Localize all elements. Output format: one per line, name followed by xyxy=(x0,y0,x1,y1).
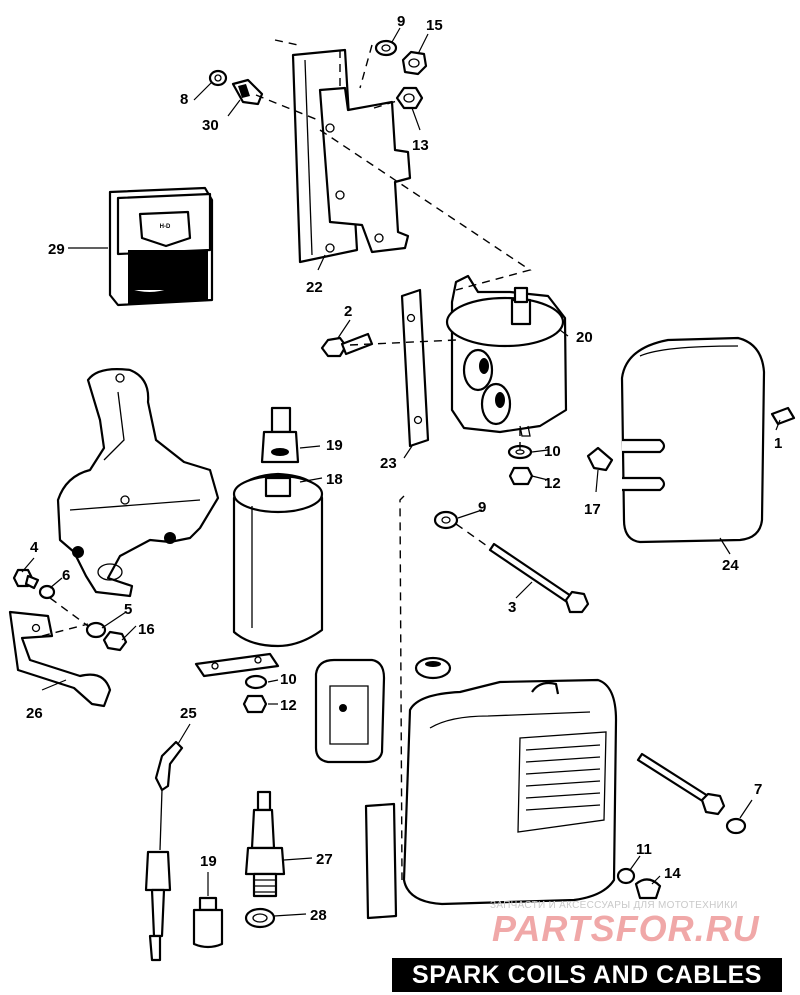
callout-12-coil: 12 xyxy=(544,475,561,492)
box-logo-text: H-D xyxy=(160,224,171,230)
washer-9-mid xyxy=(433,510,459,530)
callout-23: 23 xyxy=(380,455,397,472)
washer-7 xyxy=(725,817,747,835)
callout-9-mid: 9 xyxy=(478,499,486,516)
ignition-coil-20 xyxy=(445,274,568,437)
callout-13: 13 xyxy=(412,137,429,154)
cap-nut-14 xyxy=(634,878,662,900)
callout-15: 15 xyxy=(426,17,443,34)
washer-9-top xyxy=(374,39,398,57)
cap-19-lower xyxy=(192,896,224,949)
mounting-bracket-22 xyxy=(291,48,412,264)
screw-4 xyxy=(12,568,40,590)
spark-cable-25 xyxy=(144,740,184,962)
callout-16: 16 xyxy=(138,621,155,638)
callout-18: 18 xyxy=(326,471,343,488)
grommet xyxy=(414,656,452,680)
nut-13 xyxy=(395,86,424,110)
diagram-title: SPARK COILS AND CABLES xyxy=(412,961,762,989)
condenser-18 xyxy=(232,472,324,648)
watermark-caption: ЗАПЧАСТИ И АКСЕССУАРЫ ДЛЯ МОТОТЕХНИКИ xyxy=(490,900,738,911)
nut-16 xyxy=(102,630,128,652)
callout-6: 6 xyxy=(62,567,70,584)
callout-2: 2 xyxy=(344,303,352,320)
watermark-brand: PARTSFOR.RU xyxy=(492,908,760,949)
washer-10-lower xyxy=(244,674,268,690)
callout-24: 24 xyxy=(722,557,739,574)
callout-12-lower: 12 xyxy=(280,697,297,714)
callout-26: 26 xyxy=(26,705,43,722)
mounting-pad xyxy=(314,658,386,764)
cap-19 xyxy=(260,406,300,464)
nut-12-lower xyxy=(242,694,268,714)
callout-20: 20 xyxy=(576,329,593,346)
callout-10-lower: 10 xyxy=(280,671,297,688)
callout-9-top: 9 xyxy=(397,13,405,30)
spark-plug-27 xyxy=(244,790,286,898)
washer-5 xyxy=(85,621,107,639)
gasket-28 xyxy=(244,907,276,929)
callout-14: 14 xyxy=(664,865,681,882)
nut-15 xyxy=(401,50,428,76)
callout-27: 27 xyxy=(316,851,333,868)
callout-19-lower: 19 xyxy=(200,853,217,870)
bolt-7 xyxy=(636,752,726,816)
strap-23 xyxy=(400,288,430,448)
clip-17 xyxy=(586,446,614,472)
callout-19-top: 19 xyxy=(326,437,343,454)
nut-12-coil xyxy=(508,466,534,486)
callout-4: 4 xyxy=(30,539,39,556)
washer-8 xyxy=(208,69,228,87)
callout-30: 30 xyxy=(202,117,219,134)
callout-8: 8 xyxy=(180,91,188,108)
coil-cover-24 xyxy=(620,336,766,544)
strip-insert xyxy=(364,802,398,920)
base-bracket xyxy=(56,368,220,598)
callout-labels: 9 15 8 30 13 29 22 2 20 1 19 18 23 10 12… xyxy=(26,13,782,924)
assembly-lines xyxy=(41,39,532,881)
callout-7: 7 xyxy=(754,781,762,798)
lockwasher-11 xyxy=(616,867,636,885)
leader-lines xyxy=(21,27,781,917)
callout-25: 25 xyxy=(180,705,197,722)
callout-11: 11 xyxy=(636,841,652,858)
callout-29: 29 xyxy=(48,241,65,258)
callout-3: 3 xyxy=(508,599,516,616)
fitting-30 xyxy=(231,78,264,106)
large-coil-housing xyxy=(402,678,618,906)
callout-17: 17 xyxy=(584,501,601,518)
callout-5: 5 xyxy=(124,601,132,618)
bolt-3 xyxy=(488,542,590,614)
plate-10 xyxy=(194,652,280,678)
callout-10-coil: 10 xyxy=(544,443,561,460)
callout-1: 1 xyxy=(774,435,782,452)
callout-28: 28 xyxy=(310,907,327,924)
washer-6 xyxy=(38,584,56,600)
title-banner: SPARK COILS AND CABLES xyxy=(392,958,782,992)
product-box-29: H-D xyxy=(108,186,214,307)
screw-1 xyxy=(770,406,796,426)
bracket-26 xyxy=(8,610,112,708)
callout-22: 22 xyxy=(306,279,323,296)
